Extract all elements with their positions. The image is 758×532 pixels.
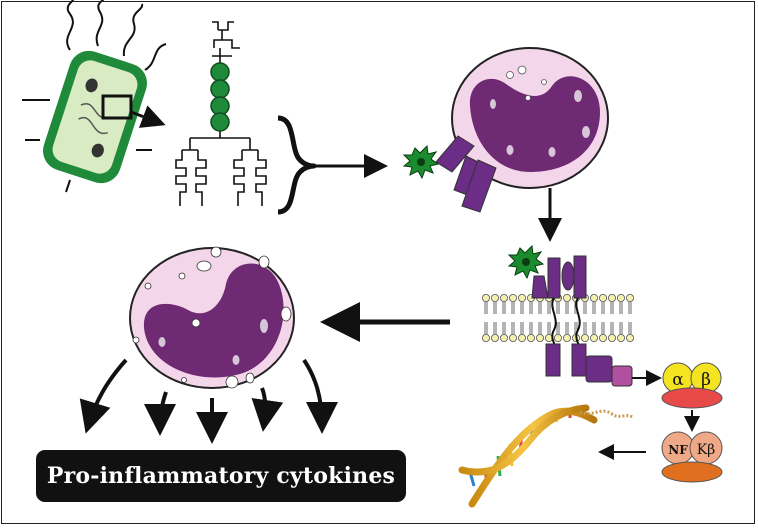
alpha-label: α xyxy=(672,370,684,390)
lipid-head xyxy=(608,293,617,302)
lipid-head xyxy=(518,333,527,342)
lipid-head xyxy=(599,293,608,302)
lipid-head xyxy=(499,333,508,342)
nfkb-complex: NF Kβ xyxy=(661,431,723,483)
lipid-head xyxy=(508,333,517,342)
lipid-head xyxy=(499,293,508,302)
lipid-tail xyxy=(601,302,605,314)
lipid-tail xyxy=(493,322,497,334)
lipid-head xyxy=(590,333,599,342)
brace xyxy=(277,115,317,215)
pathogen-core-top xyxy=(417,158,425,166)
bacterium xyxy=(22,0,167,193)
lipid-head xyxy=(563,293,572,302)
lipid-tail xyxy=(538,302,542,314)
cytokine-release-arrows xyxy=(79,358,338,444)
lipid-tail xyxy=(601,322,605,334)
lipid-head xyxy=(536,333,545,342)
figure-border xyxy=(1,1,755,524)
lipid-tail xyxy=(592,322,596,334)
lipid-tail xyxy=(565,322,569,334)
lipid-tail xyxy=(502,322,506,334)
sugar-chain xyxy=(210,62,230,132)
lipid-head xyxy=(554,333,563,342)
lipid-head xyxy=(527,333,536,342)
lipid-head xyxy=(490,333,499,342)
lipid-tail xyxy=(628,302,632,314)
lipid-head xyxy=(490,293,499,302)
lipid-head xyxy=(617,293,626,302)
dna-helix xyxy=(458,404,635,508)
lipid-tail xyxy=(583,322,587,334)
lipid-tail xyxy=(484,322,488,334)
lipid-head xyxy=(599,333,608,342)
lipid-tail xyxy=(520,302,524,314)
lipid-tail xyxy=(502,302,506,314)
lipid-tail xyxy=(556,322,560,334)
lipid-tail xyxy=(628,322,632,334)
lipid-tail xyxy=(610,302,614,314)
lipid-head xyxy=(481,333,490,342)
lipid-tail xyxy=(484,302,488,314)
lipid-tail xyxy=(547,302,551,314)
lipid-tail xyxy=(619,302,623,314)
pathogen-core-membrane xyxy=(522,258,530,266)
lipid-tail xyxy=(619,322,623,334)
kappa-beta-label: Kβ xyxy=(697,442,716,458)
lipid-tail xyxy=(529,322,533,334)
zoom-box xyxy=(101,94,133,120)
beta-label: β xyxy=(701,370,711,390)
lipid-head xyxy=(617,333,626,342)
cytokines-caption: Pro-inflammatory cytokines xyxy=(46,463,396,489)
cytokines-caption-box: Pro-inflammatory cytokines xyxy=(36,450,406,502)
lipid-tail xyxy=(493,302,497,314)
lipid-tail xyxy=(583,302,587,314)
activated-macrophage xyxy=(129,246,295,389)
macrophage-cell-top xyxy=(451,47,609,189)
lipid-head xyxy=(481,293,490,302)
nf-label: NF xyxy=(668,443,688,457)
lipid-tail xyxy=(511,322,515,334)
lipid-head xyxy=(518,293,527,302)
lipid-head xyxy=(626,293,635,302)
lipid-tail xyxy=(556,302,560,314)
lipid-tail xyxy=(592,302,596,314)
lipid-tail xyxy=(520,322,524,334)
lipid-tail xyxy=(565,302,569,314)
lipid-head xyxy=(626,333,635,342)
lipid-head xyxy=(590,293,599,302)
lipid-head xyxy=(563,333,572,342)
cell-membrane-bilayer xyxy=(481,293,635,342)
lipid-tail xyxy=(610,322,614,334)
lipid-head xyxy=(608,333,617,342)
tlr4-md2-complex xyxy=(531,255,633,387)
lipid-tail xyxy=(538,322,542,334)
lipid-tail xyxy=(511,302,515,314)
lipid-head xyxy=(508,293,517,302)
tlr-receptor-top xyxy=(435,135,497,213)
lipid-head xyxy=(581,333,590,342)
lipid-tail xyxy=(547,322,551,334)
ikk-complex: α β xyxy=(661,362,723,409)
lipid-tail xyxy=(529,302,533,314)
